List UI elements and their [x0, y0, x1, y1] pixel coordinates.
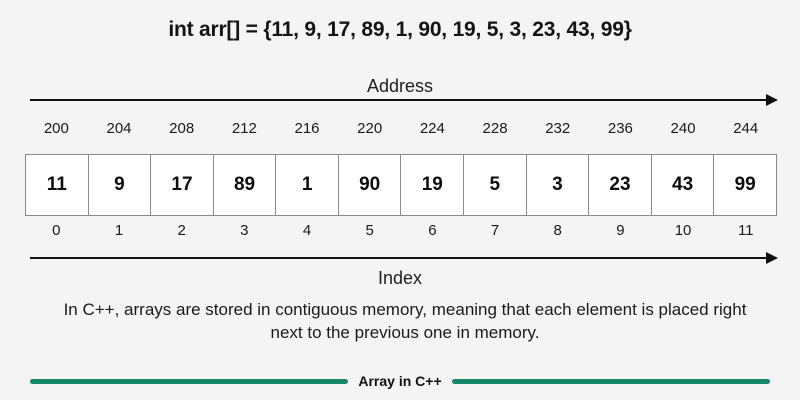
address-tick: 216	[294, 120, 320, 137]
index-tick: 7	[490, 222, 500, 239]
address-axis-label: Address	[366, 76, 434, 96]
index-tick: 3	[240, 222, 249, 239]
index-tick-row: 0 1 2 3 4 5 6 7 8 9 10 11	[25, 222, 777, 239]
arrow-head-icon	[766, 252, 778, 264]
array-cell: 5	[464, 155, 527, 215]
array-cell: 3	[526, 155, 590, 215]
array-cell: 99	[714, 155, 776, 215]
page-title: int arr[] = {11, 9, 17, 89, 1, 90, 19, 5…	[168, 18, 632, 41]
index-tick: 5	[365, 222, 374, 239]
array-cell: 90	[338, 155, 402, 215]
address-tick: 244	[733, 120, 759, 137]
address-tick: 224	[419, 120, 445, 137]
address-tick: 236	[607, 120, 633, 137]
array-cell: 1	[276, 155, 339, 215]
address-arrow-line	[30, 99, 770, 101]
footer-banner: Array in C++	[0, 370, 800, 392]
index-tick: 11	[737, 222, 754, 239]
index-tick: 0	[52, 222, 61, 239]
address-axis-arrow	[30, 94, 778, 106]
footer-label: Array in C++	[358, 373, 442, 389]
index-tick: 2	[177, 222, 186, 239]
index-tick: 4	[302, 222, 312, 239]
array-cell: 19	[401, 155, 465, 215]
address-tick: 212	[231, 120, 257, 137]
index-tick: 9	[616, 222, 625, 239]
array-cell: 17	[151, 155, 214, 215]
address-tick: 240	[670, 120, 696, 137]
array-cell: 11	[26, 155, 89, 215]
index-tick: 8	[553, 222, 562, 239]
address-tick: 204	[106, 120, 132, 137]
footer-rule-left	[30, 378, 349, 384]
footer-rule-right	[451, 378, 771, 384]
index-tick: 10	[674, 222, 692, 239]
index-tick: 1	[114, 222, 124, 239]
address-tick: 200	[43, 120, 69, 137]
index-arrow-line	[30, 257, 770, 259]
address-tick: 232	[545, 120, 571, 137]
index-axis-arrow	[30, 252, 778, 264]
address-tick: 208	[169, 120, 195, 137]
address-tick: 228	[482, 120, 508, 137]
array-cell: 89	[213, 155, 277, 215]
address-tick: 220	[357, 120, 383, 137]
index-tick: 6	[428, 222, 437, 239]
array-cell: 23	[589, 155, 652, 215]
array-cells-table: 11 9 17 89 1 90 19 5 3 23 43 99	[25, 154, 777, 216]
array-cell: 43	[651, 155, 715, 215]
address-tick-row: 200 204 208 212 216 220 224 228 232 236 …	[25, 120, 777, 137]
array-cell: 9	[88, 155, 152, 215]
arrow-head-icon	[766, 94, 778, 106]
index-axis-label: Index	[377, 268, 423, 288]
caption-text: In C++, arrays are stored in contiguous …	[63, 300, 747, 343]
